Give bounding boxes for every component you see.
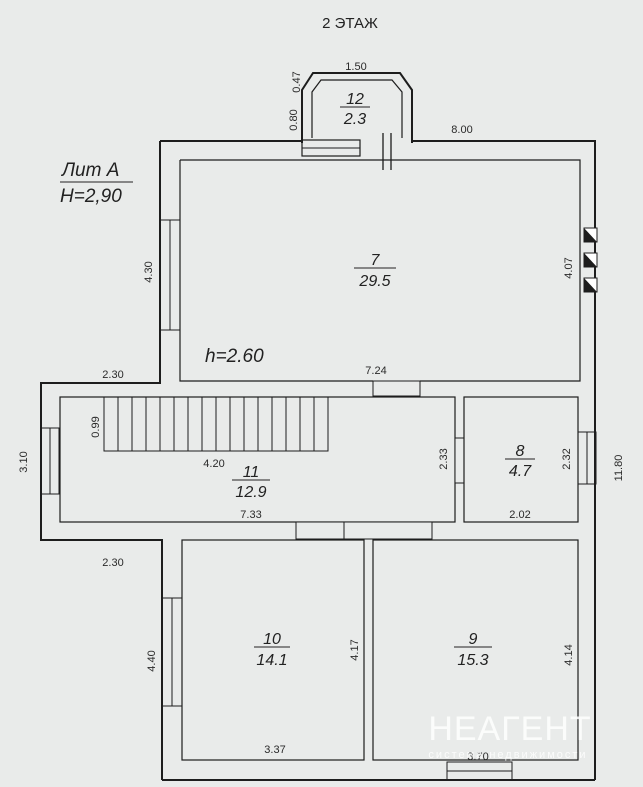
door-11-10: [295, 521, 345, 540]
room-8: [463, 396, 597, 523]
room-number: 9: [469, 631, 478, 648]
dim-label: 4.20: [203, 458, 224, 470]
room-area: 2.3: [343, 111, 366, 128]
room-7: [159, 159, 598, 397]
dim-label: 2.30: [102, 369, 123, 381]
vent-icon: [583, 227, 598, 293]
dim-label: 0.80: [288, 109, 300, 130]
staircase: [103, 396, 329, 452]
room-12-bay: [301, 72, 413, 170]
height-label: Н=2,90: [60, 186, 122, 207]
door-11-8: [454, 437, 465, 484]
dim-label: 7.24: [365, 365, 386, 377]
room-9: [372, 539, 579, 781]
lit-label: Лит А: [60, 160, 119, 181]
dim-label: 3.70: [467, 751, 488, 763]
room-area: 14.1: [256, 652, 287, 669]
dim-label: 1.50: [345, 61, 366, 73]
floor-title: 2 ЭТАЖ: [322, 15, 378, 32]
room-10: [161, 539, 365, 761]
dim-label: 3.37: [264, 744, 285, 756]
room-number: 7: [371, 252, 381, 269]
dim-label: 4.17: [349, 639, 361, 660]
dim-label: 0.99: [90, 416, 102, 437]
dim-label: 4.40: [146, 650, 158, 671]
room-area: 15.3: [457, 652, 488, 669]
dim-label: 7.33: [240, 509, 261, 521]
room-number: 10: [263, 631, 281, 648]
dim-label: 2.30: [102, 557, 123, 569]
door-7-11: [372, 380, 421, 397]
room-number: 12: [346, 91, 364, 108]
watermark-brand: НЕАГЕНТ: [428, 710, 591, 748]
dim-label: 4.07: [563, 257, 575, 278]
dim-label: 4.30: [143, 261, 155, 282]
room-area: 4.7: [509, 463, 532, 480]
room-area: 12.9: [235, 484, 266, 501]
room-number: 8: [516, 443, 525, 460]
dim-label: 3.10: [18, 451, 30, 472]
room-7-height: h=2.60: [205, 346, 264, 367]
door-11-9: [343, 521, 433, 540]
room-number: 11: [243, 464, 260, 481]
dim-label: 0.47: [291, 71, 303, 92]
outer-walls: [40, 140, 596, 781]
dim-label: 2.32: [561, 448, 573, 469]
room-11: [40, 396, 465, 523]
dim-label: 4.14: [563, 644, 575, 665]
dim-label: 2.33: [438, 448, 450, 469]
dim-label: 11.80: [613, 455, 625, 482]
dim-label: 8.00: [451, 124, 472, 136]
watermark-tagline: система недвижимости: [428, 749, 587, 761]
room-area: 29.5: [358, 273, 390, 290]
dim-label: 2.02: [509, 509, 530, 521]
